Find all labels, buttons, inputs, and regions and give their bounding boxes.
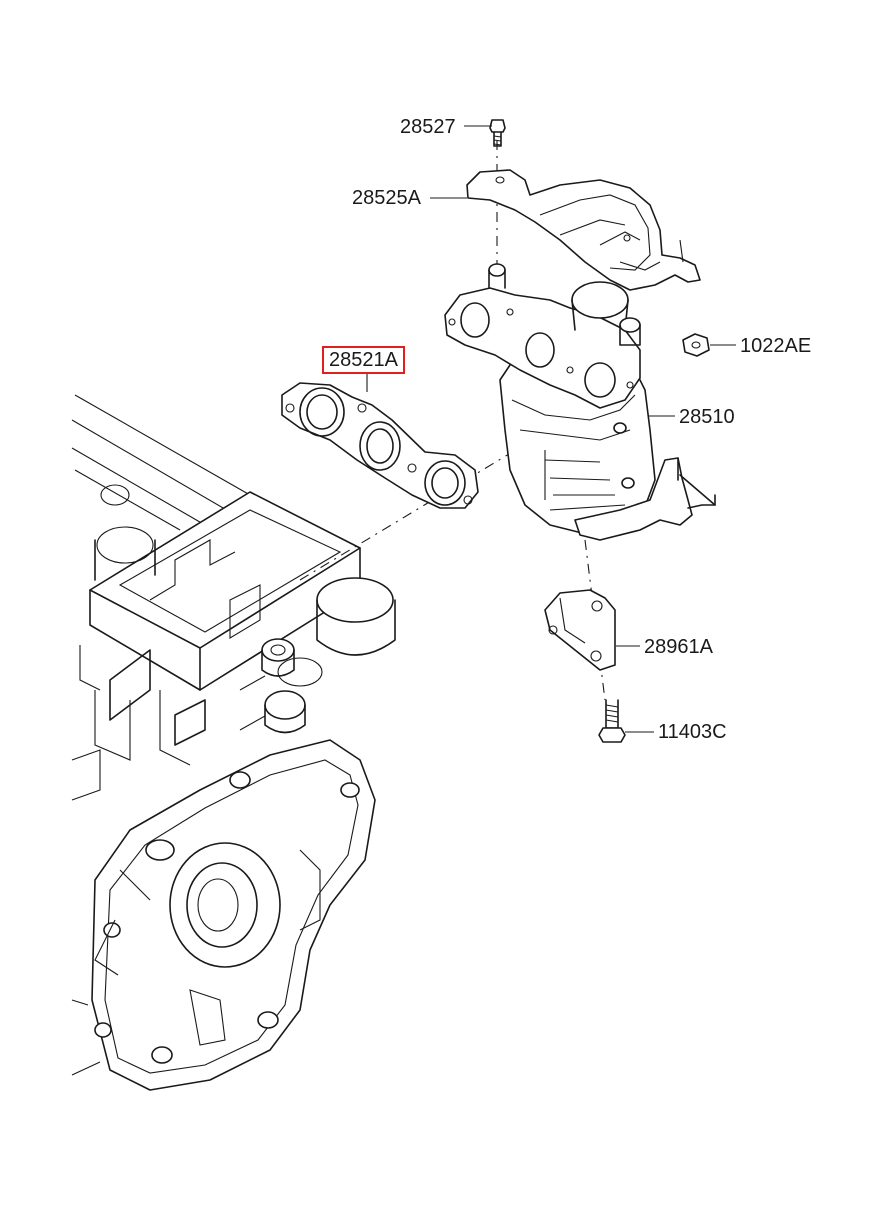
nut-1022AE-drawing [682, 333, 710, 357]
part-label-28961A: 28961A [644, 636, 713, 658]
bracket-28961A-drawing [544, 589, 616, 671]
part-label-28527: 28527 [400, 116, 456, 138]
bolt-28527-drawing [489, 119, 506, 147]
part-label-11403C: 11403C [658, 721, 727, 743]
leader-lines [366, 125, 736, 733]
exhaust-manifold-28510-drawing [444, 263, 716, 541]
heat-shield-28525A-drawing [466, 169, 701, 291]
engine-block-drawing [71, 394, 396, 1091]
gasket-28521A-drawing [281, 382, 479, 509]
bolt-11403C-drawing [598, 699, 626, 743]
part-label-28510: 28510 [679, 406, 735, 428]
part-label-1022AE: 1022AE [740, 335, 812, 357]
part-label-28521A-highlighted: 28521A [322, 346, 405, 374]
part-label-28525A: 28525A [352, 187, 421, 209]
